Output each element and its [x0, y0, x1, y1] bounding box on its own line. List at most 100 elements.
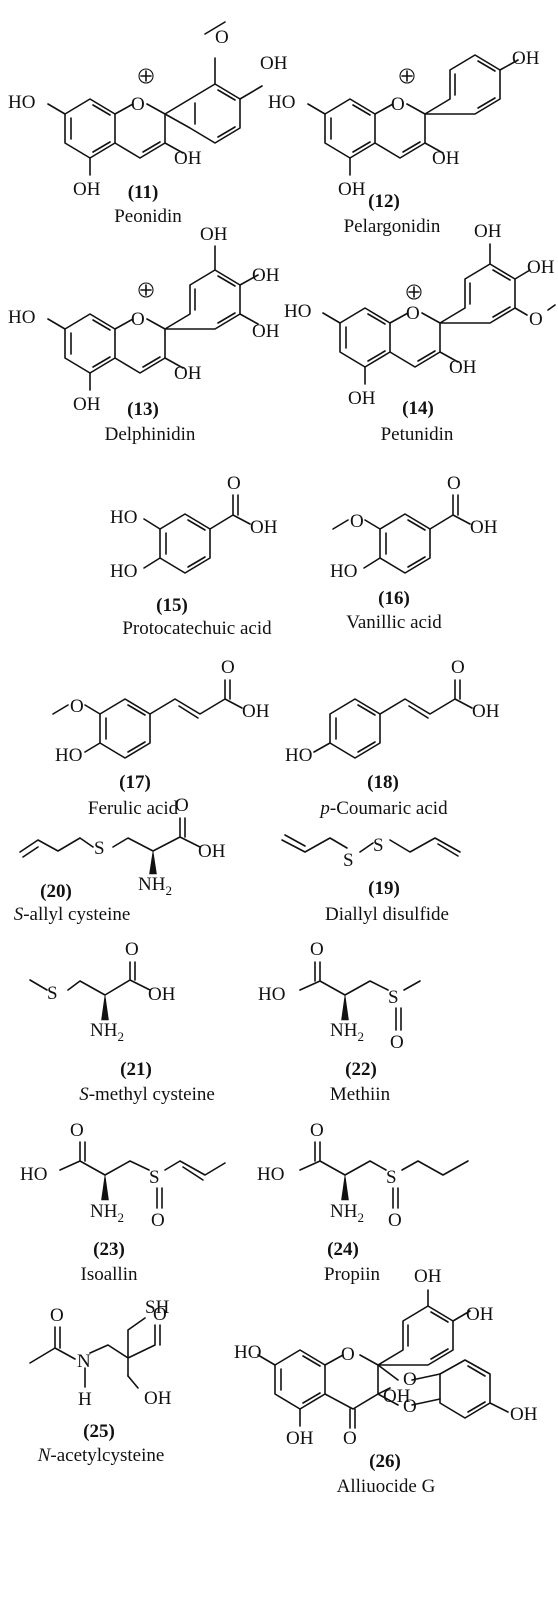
- compound-15-structure: [143, 494, 251, 574]
- atom-label: OH: [383, 1386, 411, 1407]
- compound-15-caption: (15) Protocatechuic acid: [122, 595, 272, 639]
- atom-label: O: [403, 1396, 417, 1417]
- compound-11-atom-labels: O O OH HO OH OH: [8, 27, 288, 200]
- atom-label: HO: [8, 307, 35, 328]
- atom-label: NH2: [330, 1020, 364, 1044]
- compound-26-atom-labels: OH OH HO O O OH O OH O OH: [234, 1266, 538, 1449]
- atom-label: O: [215, 27, 229, 48]
- atom-label: HO: [257, 1164, 284, 1185]
- atom-label: O: [391, 94, 405, 115]
- compound-id-15: (15): [156, 595, 188, 616]
- atom-label: OH: [73, 394, 101, 415]
- compound-19-structure: [281, 834, 461, 857]
- compound-20-atom-labels: O S OH NH2: [94, 795, 226, 898]
- compound-name-12: Pelargonidin: [344, 216, 441, 237]
- atom-label: O: [153, 1304, 167, 1325]
- atom-label: OH: [512, 48, 540, 69]
- compound-25-caption: (25) N-acetylcysteine: [37, 1421, 165, 1466]
- compound-20-structure: [19, 817, 201, 875]
- compound-26-structure: [257, 1289, 509, 1429]
- atom-label: HO: [8, 92, 35, 113]
- atom-label: O: [343, 1428, 357, 1449]
- compound-name-15: Protocatechuic acid: [122, 618, 272, 639]
- compound-id-18: (18): [367, 772, 399, 793]
- atom-label: OH: [73, 179, 101, 200]
- atom-label: OH: [466, 1304, 494, 1325]
- compound-name-21: S-methyl cysteine: [79, 1084, 215, 1105]
- compound-21-caption: (21) S-methyl cysteine: [79, 1059, 215, 1105]
- atom-label: HO: [258, 984, 285, 1005]
- compound-16-caption: (16) Vanillic acid: [346, 588, 442, 633]
- compound-19-caption: (19) Diallyl disulfide: [325, 878, 449, 925]
- compound-14-caption: (14) Petunidin: [381, 398, 454, 445]
- compound-id-19: (19): [368, 878, 400, 899]
- atom-label: HO: [284, 301, 311, 322]
- compound-name-14: Petunidin: [381, 424, 454, 445]
- atom-label: OH: [474, 221, 502, 242]
- compound-id-14: (14): [402, 398, 434, 419]
- atom-label: O: [529, 309, 543, 330]
- compound-name-18: p-Coumaric acid: [318, 798, 448, 819]
- atom-label: OH: [472, 701, 500, 722]
- atom-label: OH: [252, 321, 280, 342]
- compound-14-structure: [322, 243, 556, 385]
- atom-label: O: [403, 1369, 417, 1390]
- compound-16-atom-labels: O O OH HO: [330, 473, 498, 582]
- compound-id-21: (21): [120, 1059, 152, 1080]
- atom-label: SH: [145, 1297, 170, 1318]
- atom-label: OH: [432, 148, 460, 169]
- atom-label: OH: [174, 148, 202, 169]
- atom-label: O: [447, 473, 461, 494]
- compound-21-atom-labels: O S OH NH2: [47, 939, 176, 1044]
- compound-13-atom-labels: OH OH OH HO O OH OH: [8, 224, 280, 415]
- compound-24-atom-labels: O HO S NH2 O: [257, 1120, 402, 1231]
- atom-label: O: [151, 1210, 165, 1231]
- compound-16-structure: [332, 494, 471, 574]
- compound-name-23: Isoallin: [81, 1264, 138, 1285]
- compound-id-24: (24): [327, 1239, 359, 1260]
- atom-label: S: [386, 1167, 397, 1188]
- compound-name-22: Methiin: [330, 1084, 391, 1105]
- atom-label: OH: [200, 224, 228, 245]
- atom-label: O: [70, 1120, 84, 1141]
- compound-19-atom-labels: S S: [343, 835, 384, 871]
- compound-12-structure: [307, 54, 519, 176]
- compound-id-13: (13): [127, 399, 159, 420]
- compound-24-caption: (24) Propiin: [324, 1239, 380, 1285]
- compound-25-atom-labels: SH O N O H OH: [50, 1297, 172, 1410]
- atom-label: HO: [330, 561, 357, 582]
- compound-name-17: Ferulic acid: [88, 798, 179, 819]
- compound-22-structure: [299, 961, 421, 1031]
- atom-label: OH: [250, 517, 278, 538]
- atom-label: HO: [110, 561, 137, 582]
- compound-15-atom-labels: O HO OH HO: [110, 473, 278, 582]
- compound-22-atom-labels: O HO S NH2 O: [258, 939, 404, 1053]
- compound-14-atom-labels: OH OH O HO O OH OH: [284, 221, 555, 409]
- compound-id-26: (26): [369, 1451, 401, 1472]
- atom-label: O: [350, 511, 364, 532]
- compound-name-25: N-acetylcysteine: [37, 1445, 165, 1466]
- compound-id-23: (23): [93, 1239, 125, 1260]
- atom-label: O: [221, 657, 235, 678]
- atom-label: O: [451, 657, 465, 678]
- compound-21-structure: [29, 961, 151, 1021]
- atom-label: O: [310, 939, 324, 960]
- atom-label: O: [406, 303, 420, 324]
- compound-name-24: Propiin: [324, 1264, 380, 1285]
- atom-label: OH: [510, 1404, 538, 1425]
- atom-label: OH: [449, 357, 477, 378]
- compound-id-25: (25): [83, 1421, 115, 1442]
- compound-11-caption: (11) Peonidin: [114, 182, 182, 227]
- compound-id-20: (20): [40, 881, 72, 902]
- compound-12-atom-labels: OH HO O OH OH: [268, 48, 540, 200]
- compound-name-19: Diallyl disulfide: [325, 904, 449, 925]
- atom-label: NH2: [90, 1201, 124, 1225]
- atom-label: HO: [285, 745, 312, 766]
- atom-label: NH2: [90, 1020, 124, 1044]
- compound-25-structure: [29, 1317, 161, 1389]
- compound-17-structure: [52, 679, 243, 759]
- atom-label: OH: [148, 984, 176, 1005]
- compound-name-20: S-allyl cysteine: [14, 904, 131, 925]
- compound-22-caption: (22) Methiin: [330, 1059, 391, 1105]
- atom-label: OH: [414, 1266, 442, 1287]
